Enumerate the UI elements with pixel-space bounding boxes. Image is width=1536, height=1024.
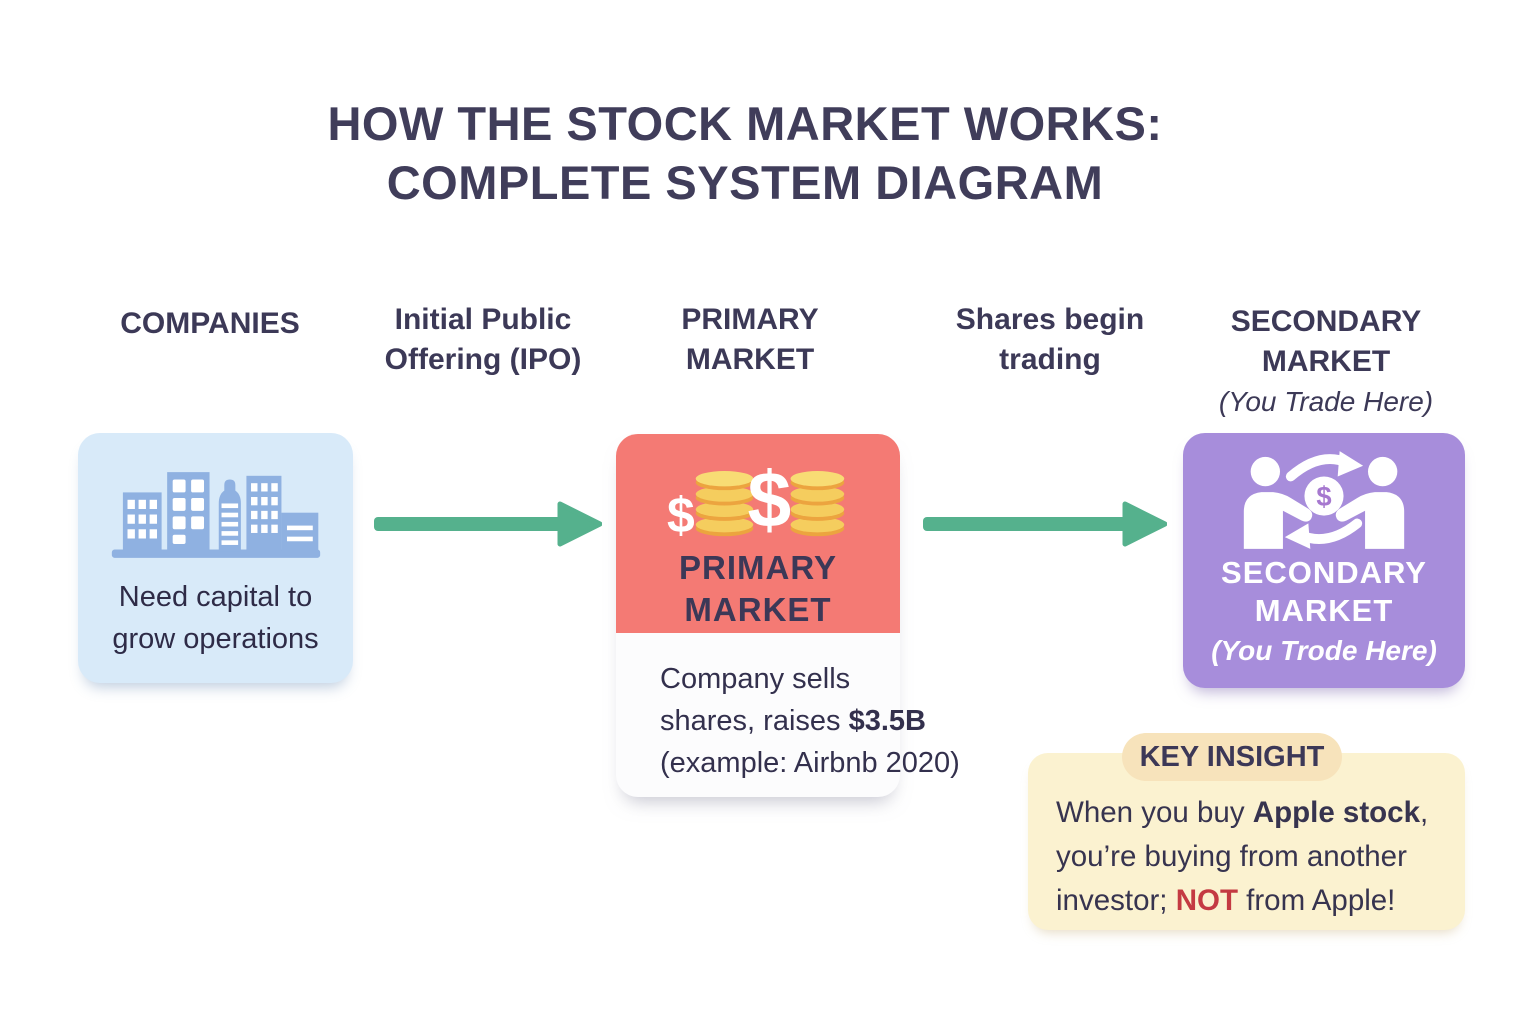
primary-card-title: PRIMARY MARKET (679, 549, 837, 628)
key-insight-badge: KEY INSIGHT (1122, 733, 1342, 781)
apple-stock-emphasis: Apple stock (1252, 796, 1420, 829)
ipo-raise-amount: $3.5B (848, 705, 926, 737)
stage-label-ipo: Initial Public Offering (IPO) (384, 303, 582, 376)
page-title: HOW THE STOCK MARKET WORKS: COMPLETE SYS… (0, 94, 1490, 212)
title-line-2: COMPLETE SYSTEM DIAGRAM (386, 156, 1104, 209)
key-insight-text: When you buy Apple stock, you’re buying … (1056, 796, 1429, 917)
flow-arrow-ipo (374, 501, 602, 547)
stage-label-shares-trading: Shares begin trading (955, 303, 1145, 376)
companies-card: Need capital to grow operations (78, 433, 353, 683)
stage-label-primary-market: PRIMARY MARKET (681, 303, 819, 376)
stage-label-secondary-market: SECONDARY MARKET (You Trade Here) (1218, 305, 1434, 417)
coin-stacks-icon: $ $ (667, 456, 845, 544)
companies-card-text: Need capital to grow operations (112, 581, 319, 655)
secondary-card-subtitle: (You Trode Here) (1211, 635, 1437, 666)
traders-exchange-icon: $ (1243, 451, 1405, 549)
primary-market-header: $ $ PRIMARY MARKET (616, 434, 900, 633)
secondary-market-card: $ SECONDARY MARKET (You Trode Here) (1183, 433, 1465, 688)
dollar-sign-large: $ (747, 456, 791, 542)
title-line-1: HOW THE STOCK MARKET WORKS: (327, 97, 1163, 150)
city-buildings-icon (111, 472, 320, 558)
primary-market-card: $ $ PRIMARY MARKET (616, 434, 960, 797)
primary-market-description: Company sells shares, raises $3.5B (exam… (660, 663, 960, 779)
dollar-sign-small: $ (667, 487, 695, 542)
coin-stack-left (695, 471, 754, 537)
secondary-card-title: SECONDARY MARKET (1221, 555, 1427, 628)
coin-stack-right (790, 471, 845, 537)
key-insight-box: KEY INSIGHT When you buy Apple stock, yo… (1028, 733, 1465, 930)
flow-arrow-trading (923, 501, 1167, 547)
not-emphasis: NOT (1175, 884, 1238, 917)
stage-label-companies: COMPANIES (120, 307, 300, 340)
coin-dollar-glyph: $ (1316, 481, 1331, 512)
